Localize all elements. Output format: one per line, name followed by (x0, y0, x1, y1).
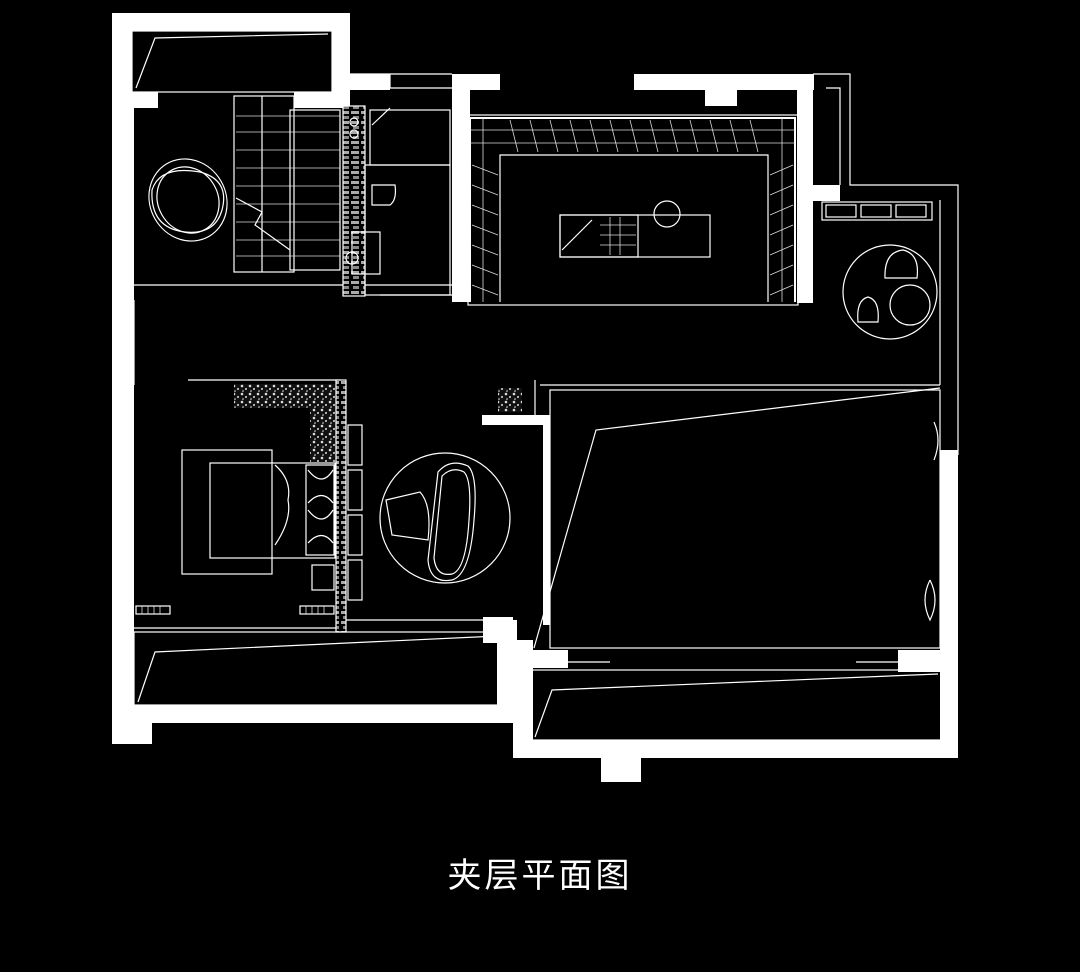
staircase (233, 95, 341, 273)
bathroom (342, 105, 452, 297)
radiators (135, 605, 335, 615)
bottom-left-balcony (133, 631, 500, 706)
outline-lines (133, 73, 959, 629)
bathtub (379, 452, 511, 584)
closet-island (559, 200, 711, 258)
bedroom-wall-panel (335, 379, 363, 633)
plan-caption: 夹层平面图 (447, 856, 633, 896)
top-balcony (131, 30, 333, 93)
oval-table (148, 158, 228, 242)
exterior-walls (112, 13, 958, 782)
closet (467, 114, 799, 306)
round-table (842, 244, 938, 340)
bottom-right-balcony (530, 669, 942, 741)
double-height-void (533, 387, 941, 663)
shelf-units (821, 201, 933, 221)
bed (181, 449, 336, 591)
terrazzo-counter (188, 379, 522, 462)
